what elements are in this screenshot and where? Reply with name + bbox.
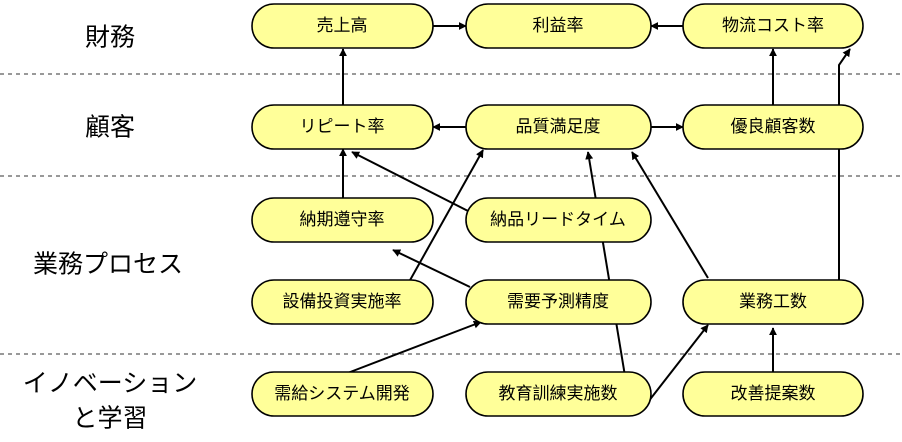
edges	[339, 22, 851, 403]
node-improvement-proposals: 改善提案数	[682, 371, 864, 417]
node-label: 業務工数	[739, 292, 807, 312]
edge-training-to-quality	[585, 151, 626, 377]
node-delivery-lead-time: 納品リードタイム	[465, 197, 652, 243]
section-labels: 財務 顧客 業務プロセス イノベーション と学習	[23, 23, 198, 433]
node-label: 教育訓練実施数	[499, 384, 618, 404]
node-demand-forecast-accuracy: 需要予測精度	[465, 279, 652, 325]
edge-work-hours-to-quality	[631, 151, 709, 279]
node-label: 物流コスト率	[722, 16, 824, 36]
section-dividers	[0, 73, 902, 355]
edge-forecast-to-delivery-compliance	[392, 249, 471, 288]
node-good-customers: 優良顧客数	[682, 104, 864, 150]
node-logistics-cost-rate: 物流コスト率	[682, 3, 864, 49]
node-capex-rate: 設備投資実施率	[251, 279, 434, 325]
node-label: 需要予測精度	[507, 292, 609, 312]
node-label: 売上高	[317, 16, 368, 36]
edge-work-hours-to-logistics-cost	[838, 48, 851, 281]
node-label: 改善提案数	[731, 384, 816, 404]
node-work-hours: 業務工数	[682, 279, 864, 325]
node-label: 納品リードタイム	[490, 210, 626, 230]
section-label-customer: 顧客	[85, 113, 135, 142]
nodes: 売上高 利益率 物流コスト率 リピート率 品質満足度 優良顧客数 納期遵守率	[251, 3, 864, 417]
node-label: 優良顧客数	[731, 117, 816, 137]
node-training-count: 教育訓練実施数	[465, 371, 652, 417]
node-label: 納期遵守率	[300, 210, 385, 230]
node-quality-satisfaction: 品質満足度	[465, 104, 652, 150]
node-label: 品質満足度	[516, 117, 601, 137]
node-sales: 売上高	[251, 3, 434, 49]
node-delivery-compliance: 納期遵守率	[251, 197, 434, 243]
node-label: 需給システム開発	[274, 384, 410, 404]
section-label-learning-line1: イノベーション	[23, 369, 198, 398]
section-label-process: 業務プロセス	[33, 250, 183, 279]
node-label: 設備投資実施率	[283, 292, 402, 312]
edge-system-dev-to-forecast	[344, 320, 482, 375]
edge-lead-time-to-repeat-rate	[351, 151, 471, 213]
node-label: 利益率	[533, 16, 584, 36]
node-repeat-rate: リピート率	[251, 104, 434, 150]
edge-capex-to-quality	[408, 149, 484, 283]
node-supply-demand-system: 需給システム開発	[251, 371, 434, 417]
node-profit-rate: 利益率	[465, 3, 652, 49]
section-label-learning-line2: と学習	[72, 404, 147, 433]
node-label: リピート率	[300, 117, 385, 137]
section-label-finance: 財務	[85, 23, 135, 52]
edge-training-to-work-hours	[647, 324, 709, 403]
